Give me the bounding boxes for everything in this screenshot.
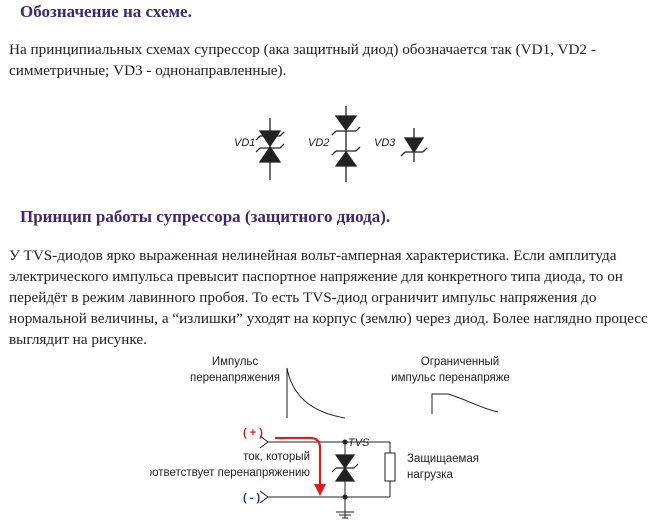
current-label-1: ток, который <box>243 451 310 463</box>
plus-terminal-label: ( + ) <box>243 427 263 439</box>
vd3-label: VD3 <box>374 137 396 149</box>
limited-pulse-waveform <box>431 393 499 414</box>
vd1-symbol <box>255 118 285 180</box>
tvs-diode-symbol <box>331 454 359 482</box>
section-heading-principle: Принцип работы супрессора (защитного дио… <box>20 207 391 226</box>
overvoltage-pulse-waveform <box>286 367 346 419</box>
pulse-label-2: перенапряжения <box>190 372 280 384</box>
diode-symbols-figure: VD1 VD2 VD3 <box>234 106 428 182</box>
vd3-symbol <box>400 128 428 162</box>
vd2-symbol <box>331 106 361 182</box>
section-heading-designation: Обозначение на схеме. <box>20 2 192 21</box>
current-arrow <box>275 436 322 488</box>
load-resistor <box>384 452 396 482</box>
current-label-2: соответствует перенапряжению <box>150 467 310 479</box>
load-label-2: нагрузка <box>407 469 454 481</box>
designation-paragraph: На принципиальных схемах супрессор (ака … <box>9 41 596 79</box>
principle-paragraph: У TVS-диодов ярко выраженная нелинейная … <box>9 247 648 348</box>
vd1-label: VD1 <box>234 137 255 149</box>
pulse-label-1: Импульс <box>212 356 259 368</box>
minus-terminal-label: ( - ) <box>243 492 260 504</box>
vd2-label: VD2 <box>308 137 329 149</box>
load-label-1: Защищаемая <box>407 453 479 465</box>
circuit-diagram: Импульс перенапряжения Ограниченный импу… <box>150 356 510 519</box>
tvs-label: TVS <box>348 437 370 449</box>
limited-label-2: импульс перенапряжения <box>391 372 510 384</box>
limited-label-1: Ограниченный <box>421 356 499 368</box>
